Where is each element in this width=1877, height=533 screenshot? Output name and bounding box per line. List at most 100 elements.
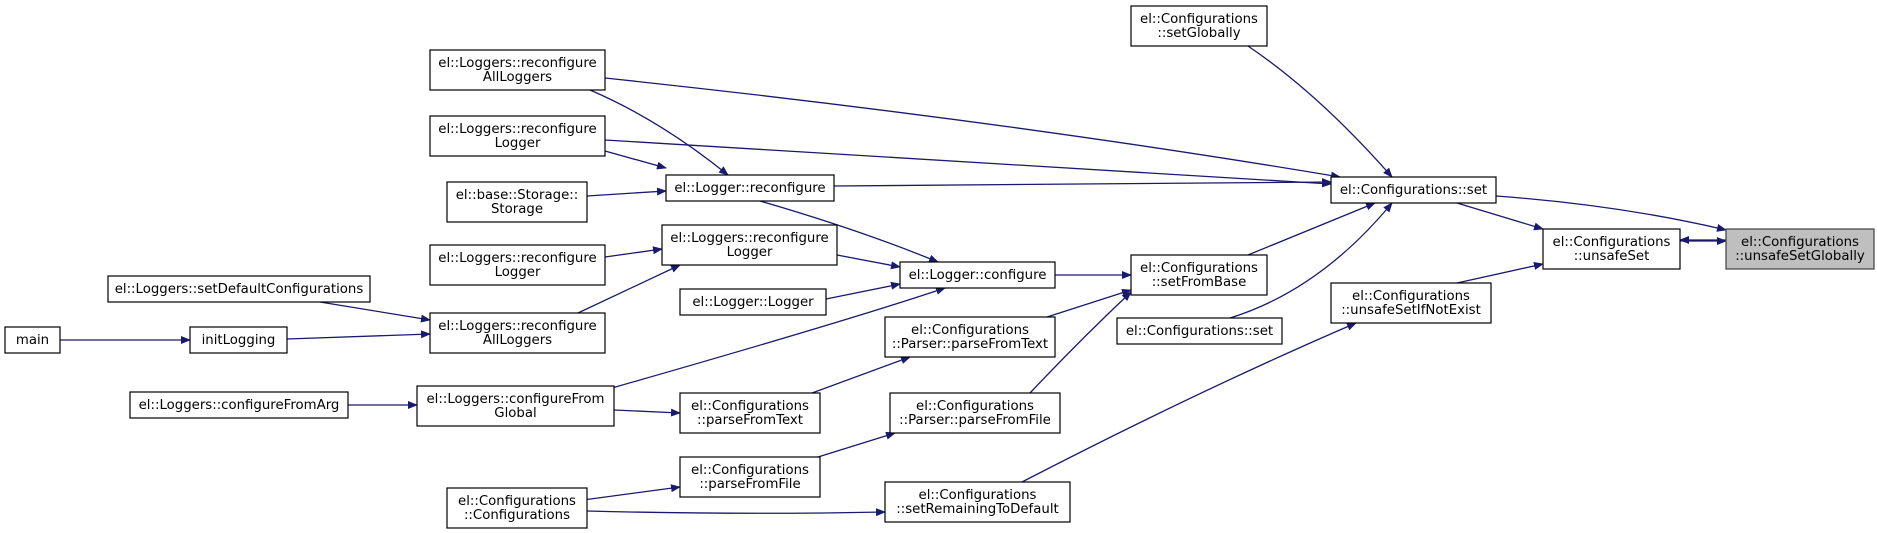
- node-label: ::Configurations: [464, 508, 570, 523]
- edge-n_cfg-n_srtd: [586, 508, 886, 517]
- edge-n_sdc-n_rall2: [319, 301, 431, 323]
- nodes: el::Configurations::unsafeSetGloballyel:…: [4, 5, 1875, 529]
- node-label: ::Parser::parseFromFile: [899, 413, 1051, 428]
- node-label: el::Logger::configure: [909, 268, 1047, 283]
- edge-n_lrc-n_set: [833, 178, 1332, 187]
- node-label: el::Loggers::reconfigure: [438, 251, 596, 266]
- node-label: Logger: [495, 136, 541, 151]
- node-n_cfa[interactable]: el::Loggers::configureFromArg: [129, 391, 349, 419]
- node-label: el::Configurations: [1741, 235, 1859, 250]
- node-label: Global: [494, 406, 536, 421]
- node-box: [4, 326, 61, 354]
- node-box: [1330, 176, 1497, 204]
- node-n_pff[interactable]: el::Configurations::parseFromFile: [679, 456, 821, 498]
- node-box: [1725, 228, 1875, 270]
- node-n_usine[interactable]: el::Configurations::unsafeSetIfNotExist: [1330, 282, 1492, 324]
- node-box: [446, 487, 588, 529]
- edge-n_rl1-n_lrc: [604, 150, 667, 170]
- node-box: [107, 275, 371, 303]
- edge-n_rall1-n_lrc: [589, 89, 729, 176]
- edge-n_ppf-n_sfb: [1029, 291, 1132, 394]
- node-label: el::Configurations: [1553, 235, 1671, 250]
- node-n_stor[interactable]: el::base::Storage::Storage: [446, 181, 588, 223]
- node-n_set2[interactable]: el::Configurations::set: [1116, 317, 1283, 345]
- node-n_set[interactable]: el::Configurations::set: [1330, 176, 1497, 204]
- node-label: el::Configurations: [691, 463, 809, 478]
- node-box: [665, 174, 835, 202]
- edge-n_set-n_usg: [1495, 195, 1727, 232]
- edge-n_stor-n_lrc: [586, 187, 667, 197]
- node-n_main[interactable]: main: [4, 326, 61, 354]
- node-n_srtd[interactable]: el::Configurations::setRemainingToDefaul…: [884, 481, 1071, 523]
- node-n_pft[interactable]: el::Configurations::parseFromText: [679, 392, 821, 434]
- node-n_ppt[interactable]: el::Configurations::Parser::parseFromTex…: [884, 316, 1056, 358]
- node-label: el::base::Storage::: [456, 188, 578, 203]
- edge-n_ppt-n_sfb: [1046, 288, 1132, 318]
- node-n_lrc[interactable]: el::Logger::reconfigure: [665, 174, 835, 202]
- node-label: el::Loggers::setDefaultConfigurations: [115, 282, 364, 297]
- node-n_usg[interactable]: el::Configurations::unsafeSetGlobally: [1725, 228, 1875, 270]
- node-box: [884, 481, 1071, 523]
- node-box: [129, 391, 349, 419]
- edge-n_rl1-n_set: [604, 139, 1332, 188]
- node-box: [679, 456, 821, 498]
- node-label: Storage: [491, 202, 543, 217]
- edge-n_rl2-n_lcfg: [836, 254, 901, 270]
- node-label: ::unsafeSet: [1574, 249, 1650, 264]
- node-box: [661, 224, 838, 266]
- node-box: [429, 49, 606, 91]
- node-label: el::Configurations::set: [1340, 183, 1487, 198]
- edge-n_sfb-n_set: [1247, 202, 1376, 256]
- node-label: ::parseFromText: [697, 413, 803, 428]
- node-box: [679, 392, 821, 434]
- edge-n_set-n_us: [1456, 202, 1544, 231]
- node-n_ppf[interactable]: el::Configurations::Parser::parseFromFil…: [889, 392, 1061, 434]
- edge-n_sg-n_set: [1247, 45, 1393, 178]
- edge-n_rall2-n_rl2: [577, 264, 681, 314]
- node-box: [189, 326, 288, 354]
- node-label: el::Configurations: [911, 323, 1029, 338]
- node-label: el::Configurations: [919, 488, 1037, 503]
- edge-n_cfg-n_pff: [582, 484, 681, 501]
- node-n_sfb[interactable]: el::Configurations::setFromBase: [1130, 254, 1268, 296]
- edges: [60, 45, 1727, 517]
- edge-n_rall1-n_set: [604, 77, 1341, 180]
- node-n_us[interactable]: el::Configurations::unsafeSet: [1542, 228, 1681, 270]
- node-n_lcfg[interactable]: el::Logger::configure: [899, 261, 1056, 289]
- node-n_ll[interactable]: el::Logger::Logger: [679, 288, 827, 316]
- edge-n_ll-n_lcfg: [825, 281, 901, 300]
- node-label: AllLoggers: [483, 333, 552, 348]
- node-label: el::Configurations: [691, 399, 809, 414]
- node-label: ::unsafeSetGlobally: [1735, 249, 1865, 264]
- node-label: el::Configurations: [916, 399, 1034, 414]
- node-box: [1130, 254, 1268, 296]
- node-label: ::Parser::parseFromText: [892, 337, 1048, 352]
- node-box: [679, 288, 827, 316]
- node-n_init[interactable]: initLogging: [189, 326, 288, 354]
- edge-n_pff-n_ppf: [817, 431, 896, 458]
- edge-n_set2-n_set: [1229, 202, 1393, 319]
- node-label: el::Configurations::set: [1126, 324, 1273, 339]
- node-label: el::Configurations: [458, 494, 576, 509]
- node-n_cfg[interactable]: el::Configurations::Configurations: [446, 487, 588, 529]
- node-label: el::Logger::reconfigure: [674, 181, 825, 196]
- node-box: [1130, 5, 1268, 47]
- node-label: el::Configurations: [1140, 12, 1258, 27]
- node-label: ::setGlobally: [1157, 26, 1240, 41]
- node-box: [1330, 282, 1492, 324]
- node-box: [899, 261, 1056, 289]
- node-n_sg[interactable]: el::Configurations::setGlobally: [1130, 5, 1268, 47]
- node-label: main: [16, 333, 49, 348]
- edge-n_usine-n_us: [1456, 262, 1544, 284]
- node-n_sdc[interactable]: el::Loggers::setDefaultConfigurations: [107, 275, 371, 303]
- node-label: el::Loggers::reconfigure: [670, 231, 828, 246]
- node-label: el::Configurations: [1352, 289, 1470, 304]
- node-box: [1542, 228, 1681, 270]
- node-label: Logger: [727, 245, 773, 260]
